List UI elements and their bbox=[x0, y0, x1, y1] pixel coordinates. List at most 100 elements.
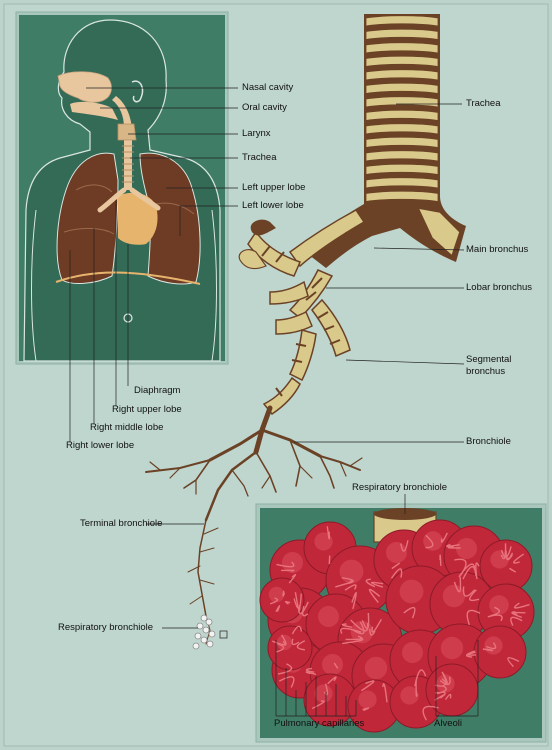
nasal-cavity-shape bbox=[57, 71, 112, 103]
capillary-vessel bbox=[276, 561, 295, 568]
label-alveoli: Alveoli bbox=[434, 718, 462, 729]
label-right-middle-lobe: Right middle lobe bbox=[90, 422, 164, 433]
trachea-rings bbox=[365, 15, 439, 202]
capillary-vessel bbox=[382, 683, 388, 703]
trachea-cartilage-ring bbox=[365, 177, 439, 189]
trachea-cartilage-ring bbox=[365, 69, 439, 81]
label-diaphragm: Diaphragm bbox=[134, 385, 181, 396]
left-main-bronchus bbox=[288, 209, 366, 268]
alveolar-sac-highlight bbox=[442, 584, 466, 608]
capillary-vessel bbox=[453, 576, 462, 593]
capillary-vessel bbox=[436, 685, 447, 695]
label-right-upper-lobe: Right upper lobe bbox=[112, 404, 182, 415]
capillary-vessel bbox=[482, 648, 494, 652]
right-main-bronchus bbox=[416, 207, 461, 258]
capillary-vessel bbox=[415, 679, 418, 697]
diaphragm-shape bbox=[55, 271, 201, 285]
alveoli-inset bbox=[255, 503, 547, 743]
right-lung-fissure bbox=[75, 184, 113, 193]
magnify-marker bbox=[219, 630, 228, 639]
right-lung-fissure-lower bbox=[63, 227, 115, 235]
alveolar-sac bbox=[259, 577, 305, 623]
inset-trachea-rings bbox=[122, 145, 134, 183]
capillary-vessel bbox=[311, 700, 325, 710]
upper-lobar-tip bbox=[250, 219, 276, 236]
capillary-vessel bbox=[344, 584, 357, 591]
capillary-vessel bbox=[275, 605, 281, 613]
trachea-cartilage-ring bbox=[365, 96, 439, 108]
capillary-vessel bbox=[351, 592, 357, 610]
capillary-vessel bbox=[462, 586, 476, 597]
capillary-vessel bbox=[513, 553, 525, 564]
capillary-vessel bbox=[422, 705, 439, 721]
oral-cavity-shape bbox=[70, 101, 118, 120]
alveolar-sac-highlight bbox=[400, 686, 419, 705]
heart-area bbox=[118, 192, 158, 245]
capillary-vessel bbox=[485, 642, 497, 650]
capillary-vessel bbox=[462, 566, 477, 580]
label-main-bronchus: Main bronchus bbox=[466, 244, 529, 255]
trachea-cartilage-ring bbox=[365, 123, 439, 135]
alveolar-sac-highlight bbox=[484, 636, 503, 655]
capillary-vessel bbox=[403, 606, 416, 619]
alveolar-sac-highlight bbox=[268, 586, 285, 603]
alveolar-sac bbox=[473, 625, 527, 679]
alveolar-sac-highlight bbox=[322, 654, 343, 675]
capillary-vessel bbox=[278, 676, 295, 688]
capillary-vessel bbox=[439, 554, 442, 566]
trachea-cartilage-ring bbox=[365, 82, 439, 94]
label-segmental-bronchus-line1: Segmental bbox=[466, 354, 512, 365]
alveolar-sac-highlight bbox=[456, 538, 477, 559]
capillary-vessel bbox=[509, 567, 517, 573]
capillary-vessel bbox=[341, 623, 353, 628]
capillary-vessel bbox=[446, 543, 460, 548]
leader-lines bbox=[69, 87, 479, 717]
capillary-vessel bbox=[362, 707, 370, 712]
capillary-vessel bbox=[271, 640, 286, 646]
alveolar-sacs bbox=[259, 519, 535, 733]
capillary-vessel bbox=[333, 662, 339, 669]
alveolar-sac-highlight bbox=[386, 542, 407, 563]
label-trachea: Trachea bbox=[466, 98, 501, 109]
alveolar-sac-highlight bbox=[399, 579, 424, 604]
label-segmental-bronchus-line2: bronchus bbox=[466, 366, 506, 377]
alveolar-sac bbox=[267, 625, 313, 671]
capillary-vessel bbox=[454, 558, 467, 576]
inset-bronchi bbox=[97, 187, 161, 213]
alveolar-sac-highlight bbox=[402, 642, 423, 663]
label-terminal-bronchiole: Terminal bronchiole bbox=[80, 518, 163, 529]
capillary-vessel bbox=[326, 526, 331, 540]
label-respiratory-bronchiole-left: Respiratory bronchiole bbox=[58, 622, 154, 633]
trachea-cartilage-ring bbox=[365, 28, 439, 40]
capillary-vessel bbox=[350, 619, 369, 632]
larynx-shape bbox=[117, 123, 137, 141]
alveolar-sac-highlight bbox=[314, 684, 333, 703]
capillary-vessel bbox=[276, 643, 285, 653]
capillary-vessel bbox=[291, 625, 303, 635]
label-left-upper-lobe: Left upper lobe bbox=[242, 182, 306, 193]
alveolar-sac-highlight bbox=[423, 531, 443, 551]
capillary-vessel bbox=[439, 676, 451, 686]
capillary-vessel bbox=[277, 663, 293, 675]
label-pulmonary-capillaries: Pulmonary capillaries bbox=[274, 718, 365, 729]
capillary-vessel bbox=[469, 589, 480, 602]
capillary-vessel bbox=[466, 609, 481, 626]
label-respiratory-bronchiole-inset: Respiratory bronchiole bbox=[352, 482, 448, 493]
label-trachea-inset: Trachea bbox=[242, 152, 277, 163]
capillary-vessel bbox=[391, 562, 400, 570]
alveolar-sac-highlight bbox=[358, 690, 377, 709]
capillary-vessel bbox=[434, 691, 446, 699]
capillary-vessel bbox=[294, 592, 301, 611]
airway-tree bbox=[145, 14, 466, 650]
trachea-cartilage-ring bbox=[365, 109, 439, 121]
capillary-vessel bbox=[269, 597, 279, 605]
capillary-vessel bbox=[305, 667, 315, 673]
capillary-network bbox=[269, 526, 530, 721]
arms-outline bbox=[31, 209, 217, 362]
trachea-cartilage-ring bbox=[365, 190, 439, 202]
capillary-vessel bbox=[297, 601, 309, 615]
alveolar-sac-highlight bbox=[318, 606, 339, 627]
capillary-vessel bbox=[342, 637, 364, 645]
trachea-cartilage-ring bbox=[365, 150, 439, 162]
capillary-vessel bbox=[340, 627, 362, 634]
